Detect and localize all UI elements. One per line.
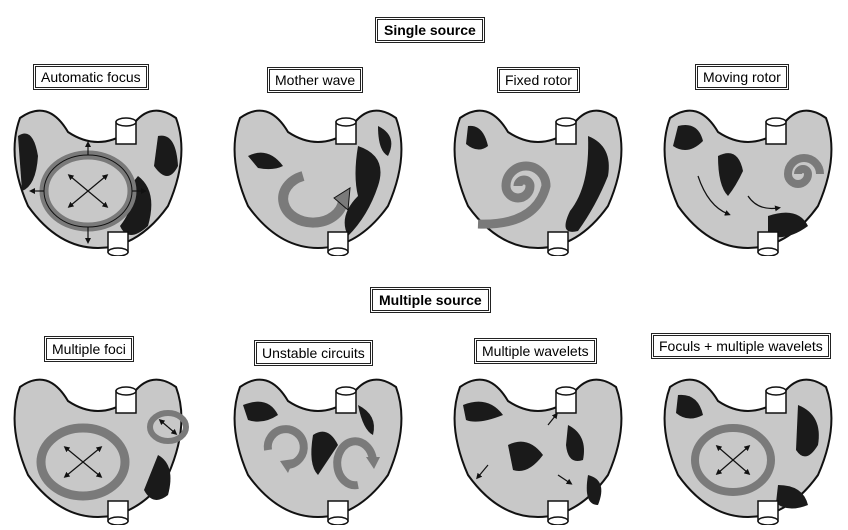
label-unstable-circuits: Unstable circuits bbox=[254, 340, 373, 366]
panel-automatic-focus bbox=[8, 96, 188, 261]
label-focus-multiple-wavelets: Foculs + multiple wavelets bbox=[651, 333, 831, 359]
label-fixed-rotor: Fixed rotor bbox=[497, 67, 580, 93]
single-source-header: Single source bbox=[375, 17, 485, 43]
label-multiple-foci: Multiple foci bbox=[44, 336, 134, 362]
label-multiple-wavelets: Multiple wavelets bbox=[474, 338, 597, 364]
panel-moving-rotor bbox=[658, 96, 838, 261]
panel-multiple-wavelets bbox=[448, 365, 628, 530]
label-moving-rotor: Moving rotor bbox=[695, 64, 789, 90]
label-automatic-focus: Automatic focus bbox=[33, 64, 149, 90]
panel-multiple-foci bbox=[8, 365, 188, 530]
panel-unstable-circuits bbox=[228, 365, 408, 530]
panel-fixed-rotor bbox=[448, 96, 628, 261]
label-mother-wave: Mother wave bbox=[267, 67, 363, 93]
multiple-source-header: Multiple source bbox=[370, 287, 491, 313]
panel-mother-wave bbox=[228, 96, 408, 261]
panel-focus-multiple-wavelets bbox=[658, 365, 838, 530]
